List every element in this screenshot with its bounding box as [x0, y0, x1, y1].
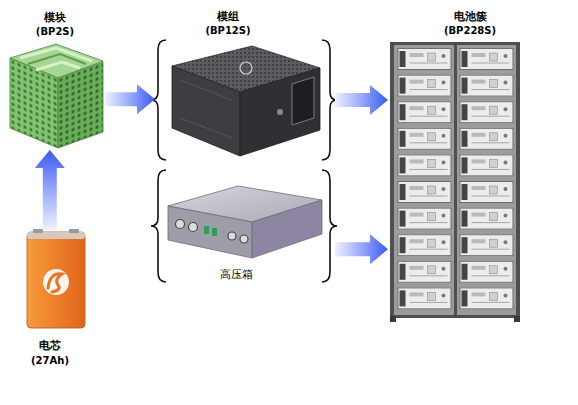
- cell-terminal: [69, 229, 79, 233]
- brackets: [151, 40, 337, 282]
- block-arrow: [35, 150, 65, 230]
- rack-leg: [514, 316, 520, 322]
- rack-illustration: [390, 42, 520, 322]
- box-edge-line: [180, 118, 232, 138]
- box-left-face: [172, 66, 240, 156]
- node-title: 电芯: [0, 339, 120, 352]
- illustration-node: 模组(BP12S): [155, 38, 335, 162]
- module-left-grid: [10, 58, 58, 148]
- curly-bracket: [151, 40, 166, 160]
- hv-right-face: [252, 200, 322, 258]
- box-logo: [240, 62, 252, 74]
- cell-body: [27, 232, 85, 328]
- cell-top: [27, 232, 85, 239]
- rack-module: [398, 208, 451, 229]
- illustration-node: 电池簇(BP228S): [388, 40, 522, 322]
- hv-terminal: [204, 226, 209, 234]
- block-arrow: [335, 234, 388, 264]
- rack-inner: [394, 45, 516, 315]
- rack-module: [398, 128, 451, 149]
- rack-leg: [390, 316, 396, 322]
- hv-left-face: [168, 206, 252, 258]
- node-title: 电池簇: [400, 10, 540, 23]
- hv-connector: [176, 220, 185, 229]
- curly-bracket: [322, 170, 337, 282]
- node-subtitle: (BP228S): [400, 24, 540, 37]
- hv-connector: [240, 235, 248, 243]
- node-title: 模组: [158, 10, 298, 23]
- hv-connector: [189, 223, 198, 232]
- rack-module: [398, 261, 451, 282]
- cell-illustration: [27, 229, 85, 328]
- hv-terminal: [212, 228, 217, 236]
- rack-module: [460, 75, 513, 96]
- box-handle: [292, 77, 314, 125]
- curly-bracket: [151, 170, 166, 282]
- box-edge-line: [180, 80, 232, 100]
- rack-module: [398, 182, 451, 203]
- rack-module: [398, 49, 451, 70]
- rack-module: [398, 75, 451, 96]
- illustration-node: 电芯(27Ah): [25, 230, 87, 330]
- rack-module: [460, 261, 513, 282]
- illustration-node: 模块(BP2S): [5, 42, 105, 150]
- rack-module: [460, 235, 513, 256]
- box-knob: [277, 109, 283, 115]
- hv-box-illustration: [168, 186, 322, 258]
- module-top-bar: [36, 62, 80, 70]
- rack-module: [460, 128, 513, 149]
- module-right-grid: [58, 62, 103, 148]
- block-arrow: [335, 85, 388, 115]
- module-right-face: [58, 62, 103, 148]
- rack-module: [460, 182, 513, 203]
- module-group-illustration: [172, 46, 320, 156]
- node-subtitle: (BP2S): [0, 25, 125, 38]
- curly-bracket: [322, 40, 337, 160]
- rack-module: [460, 155, 513, 176]
- box-right-face: [240, 68, 320, 156]
- node-subtitle: (27Ah): [0, 354, 120, 367]
- module-illustration: [10, 44, 103, 148]
- cell-logo: [43, 269, 69, 295]
- illustration-node: 高压箱: [155, 168, 335, 284]
- rack-module: [398, 155, 451, 176]
- cell-logo-swirl: [48, 274, 62, 292]
- rack-module: [460, 288, 513, 309]
- rack-module: [460, 208, 513, 229]
- rack-module: [460, 49, 513, 70]
- rack-module: [460, 102, 513, 123]
- node-title: 模块: [0, 11, 125, 24]
- hv-connector: [228, 232, 236, 240]
- node-subtitle: (BP12S): [158, 24, 298, 37]
- rack-module: [398, 235, 451, 256]
- rack-module: [398, 288, 451, 309]
- rack-module: [398, 102, 451, 123]
- block-arrow: [105, 84, 155, 114]
- rack-post: [454, 45, 457, 315]
- node-title: 高压箱: [166, 268, 306, 281]
- cell-terminal: [33, 229, 43, 233]
- module-left-face: [10, 58, 58, 148]
- rack-frame: [390, 42, 520, 318]
